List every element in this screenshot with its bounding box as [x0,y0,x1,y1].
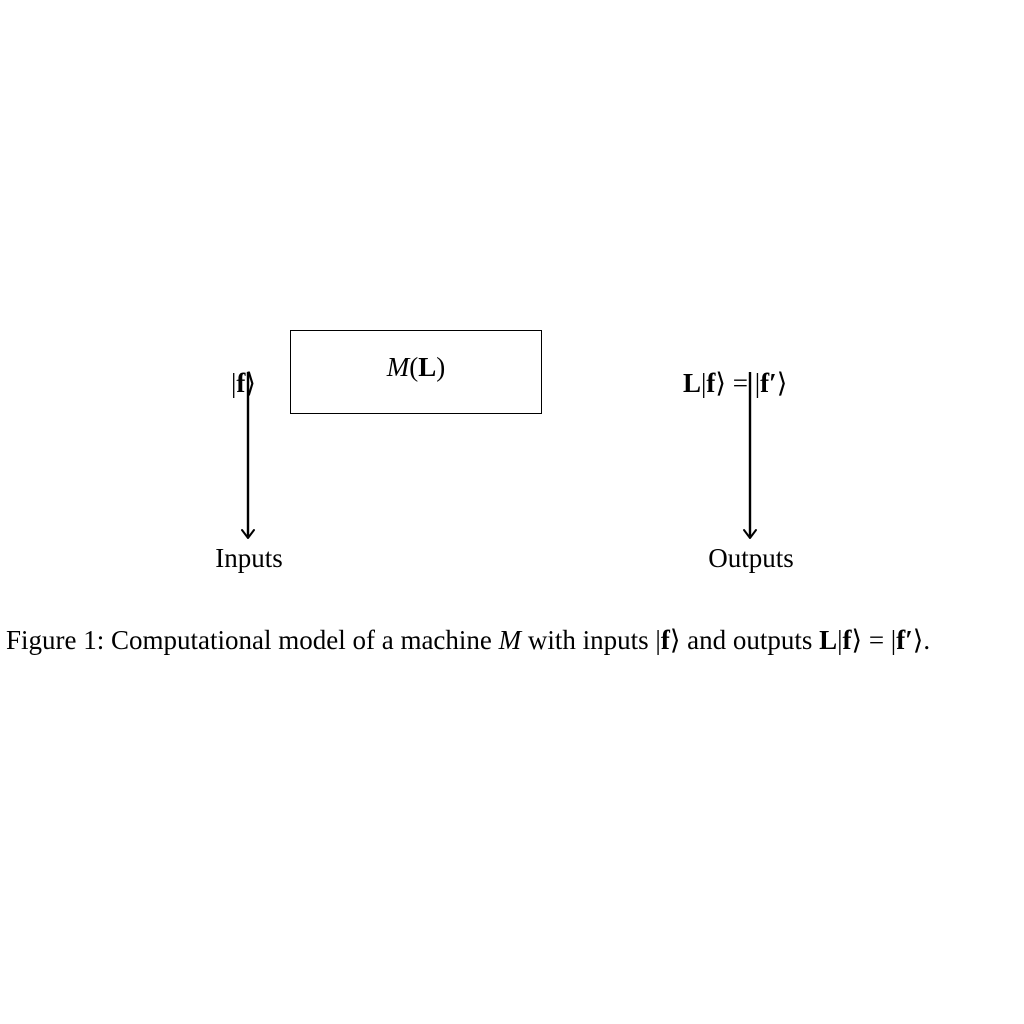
diagram-canvas [241,330,757,539]
output-state-angle-2: ⟩ [776,368,788,398]
inputs-label: Inputs [215,543,283,573]
caption-output-eq: ⟩ = | [851,625,897,655]
figure-caption: Figure 1: Computational model of a machi… [6,624,1020,657]
caption-prefix: Figure 1: Computational model of a machi… [6,625,499,655]
computational-model-diagram: M(L) |f⟩ L|f⟩ = |f′⟩ Inputs Outputs [215,330,794,573]
caption-output-vector-prime: f′ [896,625,913,655]
machine-close-paren: ) [436,352,446,382]
machine-label: M(L) [290,354,542,381]
output-state-vector-prime: f′ [760,368,777,398]
input-arrow [241,372,255,539]
output-arrow [743,372,757,539]
output-state-vector: f [706,368,716,398]
machine-box [290,330,542,414]
output-state-label: L|f⟩ = |f′⟩ [683,370,787,397]
outputs-label: Outputs [708,543,794,573]
caption-suffix: ⟩. [912,625,931,655]
output-state-angle: ⟩ [715,368,726,398]
input-state-label: |f⟩ [231,370,256,397]
output-state-equals: = | [725,368,761,398]
input-state-vector: f [236,368,246,398]
caption-input-vector: f [660,625,670,655]
caption-middle-2: ⟩ and outputs [669,625,820,655]
input-state-bar: | [231,368,237,398]
output-state-bar: | [701,368,707,398]
caption-output-operator: L [819,625,838,655]
output-state-operator: L [683,368,702,398]
caption-output-bar: | [837,625,843,655]
machine-open-paren: ( [409,352,419,382]
caption-middle: with inputs | [521,625,661,655]
input-state-angle: ⟩ [245,368,256,398]
caption-machine-symbol: M [498,625,522,655]
machine-operator: L [418,352,437,382]
machine-symbol: M [386,352,410,382]
caption-output-vector: f [842,625,852,655]
